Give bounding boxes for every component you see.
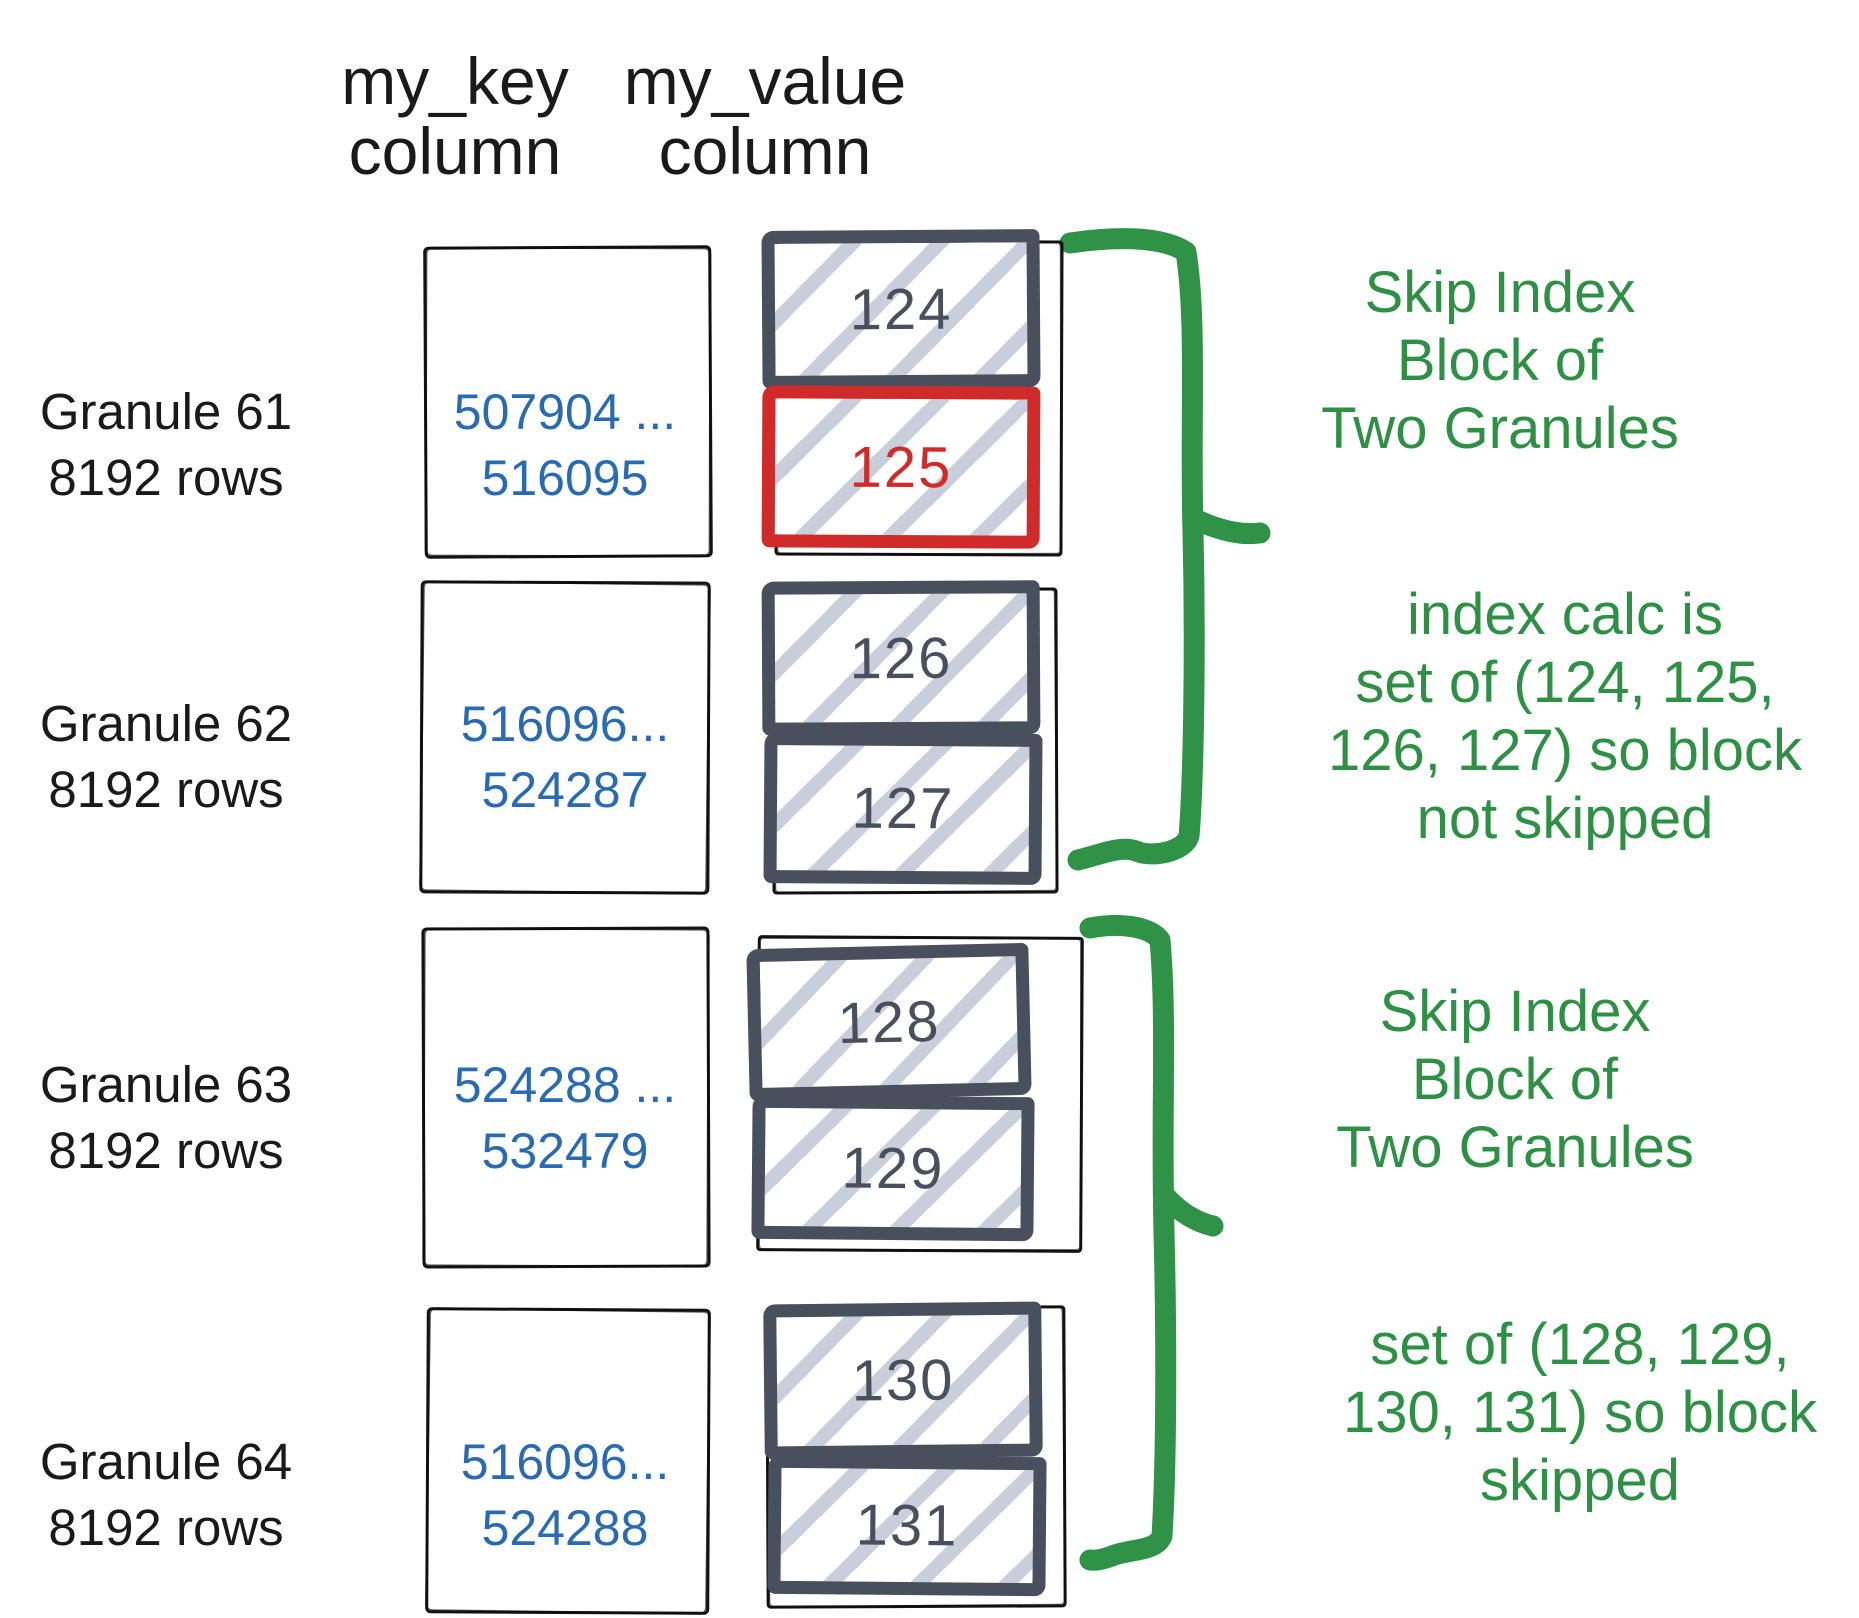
value-block-131-label: 131 <box>855 1492 959 1559</box>
granule-62-key-max: 524287 <box>481 762 649 818</box>
value-block-131: 131 <box>767 1454 1047 1597</box>
granule-61-name: Granule 61 <box>39 383 293 440</box>
annotation-calc-line3: 126, 127) so block <box>1328 718 1802 783</box>
granule-61-key-min: 507904 ... <box>453 384 677 440</box>
my-key-column-header: my_key column <box>245 46 665 186</box>
value-block-124: 124 <box>761 229 1041 389</box>
granule-64-key-max: 524288 <box>481 1500 649 1556</box>
value-block-129-label: 129 <box>841 1135 945 1201</box>
granule-61-key-max: 516095 <box>481 450 649 506</box>
granule-63-label: Granule 63 8192 rows <box>0 1052 332 1184</box>
granule-61-key-range: 507904 ... 516095 <box>424 379 706 511</box>
value-block-130-label: 130 <box>851 1347 955 1414</box>
granule-61-rows: 8192 rows <box>48 449 284 506</box>
annotation-skip-index-bottom: Skip Index Block of Two Granules <box>1215 978 1815 1182</box>
granule-62-name: Granule 62 <box>39 695 293 752</box>
annotation-bottom-line2: Block of <box>1411 1047 1619 1112</box>
annotation-skipped-line3: skipped <box>1480 1448 1680 1513</box>
my-value-column-header-line2: column <box>658 114 872 188</box>
annotation-top-line1: Skip Index <box>1364 260 1636 325</box>
granule-64-key-range: 516096... 524288 <box>424 1429 706 1561</box>
granule-63-key-max: 532479 <box>481 1123 649 1179</box>
my-value-column-header-line1: my_value <box>623 44 907 118</box>
annotation-skip-index-top: Skip Index Block of Two Granules <box>1200 259 1800 463</box>
bracket-bottom-mid-tick <box>1156 1187 1224 1237</box>
annotation-skipped-line1: set of (128, 129, <box>1370 1312 1790 1377</box>
annotation-calc-line1: index calc is <box>1407 582 1723 647</box>
annotation-set-skipped: set of (128, 129, 130, 131) so block ski… <box>1250 1311 1859 1515</box>
bracket-top-mid-tick <box>1186 509 1271 545</box>
value-block-127: 127 <box>763 732 1043 885</box>
granule-62-label: Granule 62 8192 rows <box>0 691 332 823</box>
value-block-128: 128 <box>746 942 1032 1102</box>
granule-64-key-min: 516096... <box>460 1434 670 1490</box>
granule-63-rows: 8192 rows <box>48 1122 284 1179</box>
my-key-column-header-line1: my_key <box>341 44 569 118</box>
annotation-top-line2: Block of <box>1396 328 1604 393</box>
annotation-skipped-line2: 130, 131) so block <box>1343 1380 1817 1445</box>
value-block-124-label: 124 <box>849 276 953 342</box>
bracket-top-granules-61-62 <box>1059 228 1205 871</box>
value-block-126: 126 <box>761 580 1041 736</box>
granule-64-name: Granule 64 <box>39 1433 293 1490</box>
my-key-column-header-line2: column <box>348 114 562 188</box>
granule-63-name: Granule 63 <box>39 1056 293 1113</box>
annotation-calc-line4: not skipped <box>1416 786 1714 851</box>
value-block-130: 130 <box>763 1301 1043 1460</box>
value-block-125-highlighted: 125 <box>761 385 1041 549</box>
annotation-index-calc-not-skipped: index calc is set of (124, 125, 126, 127… <box>1235 581 1859 853</box>
value-block-126-label: 126 <box>849 625 953 691</box>
annotation-top-line3: Two Granules <box>1321 396 1679 461</box>
granule-64-label: Granule 64 8192 rows <box>0 1429 332 1561</box>
annotation-calc-line2: set of (124, 125, <box>1355 650 1775 715</box>
granule-62-rows: 8192 rows <box>48 761 284 818</box>
value-block-127-label: 127 <box>851 775 955 842</box>
bracket-bottom-granules-63-64 <box>1079 915 1177 1571</box>
granule-61-label: Granule 61 8192 rows <box>0 379 332 511</box>
granule-63-key-min: 524288 ... <box>453 1057 677 1113</box>
granule-62-key-range: 516096... 524287 <box>424 691 706 823</box>
annotation-bottom-line1: Skip Index <box>1379 979 1651 1044</box>
value-block-128-label: 128 <box>836 988 942 1056</box>
granule-63-key-range: 524288 ... 532479 <box>424 1052 706 1184</box>
granule-62-key-min: 516096... <box>460 696 670 752</box>
value-block-129: 129 <box>751 1094 1035 1242</box>
granule-64-rows: 8192 rows <box>48 1499 284 1556</box>
annotation-bottom-line3: Two Granules <box>1336 1115 1694 1180</box>
my-value-column-header: my_value column <box>555 46 975 186</box>
value-block-125-label: 125 <box>849 434 953 500</box>
